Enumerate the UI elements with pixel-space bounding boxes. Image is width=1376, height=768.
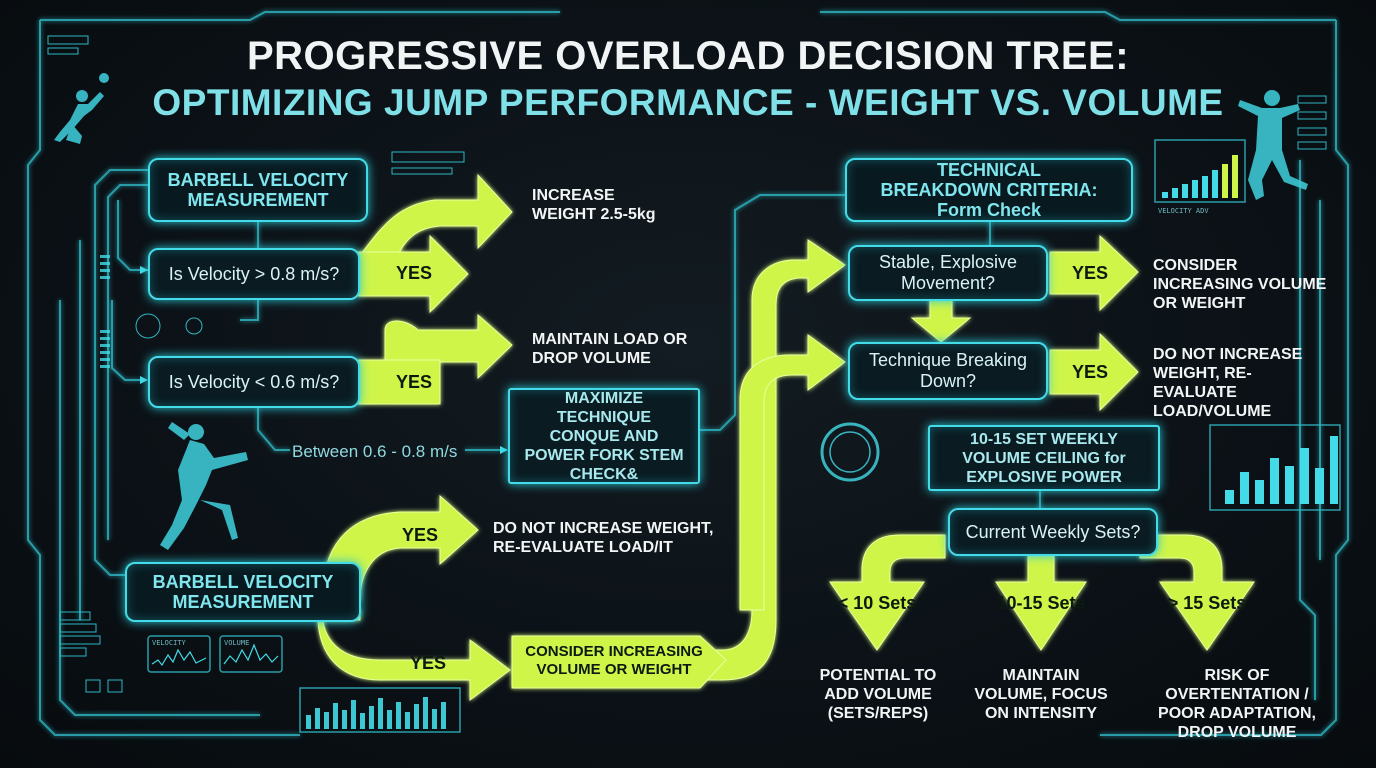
chart-caption: VELOCITY ADV [1158, 207, 1209, 215]
result-add-volume: POTENTIAL TO ADD VOLUME (SETS/REPS) [819, 667, 937, 722]
velocity-measurement-header-text: BARBELL VELOCITY MEASUREMENT [167, 170, 349, 210]
arrow-yes-velocity-high [357, 234, 469, 314]
technical-breakdown-header-text: TECHNICAL BREAKDOWN CRITERIA: Form Check [880, 160, 1098, 220]
question-velocity-low-text: Is Velocity < 0.6 m/s? [168, 371, 340, 392]
question-velocity-low[interactable]: Is Velocity < 0.6 m/s? [148, 356, 360, 408]
mini-chart-velocity-label: VELOCITY [152, 639, 186, 647]
question-weekly-sets-text: Current Weekly Sets? [965, 521, 1141, 542]
question-weekly-sets[interactable]: Current Weekly Sets? [948, 508, 1158, 556]
arrow-lower-upper [321, 494, 479, 601]
technique-box: MAXIMIZE TECHNIQUE CONQUE AND POWER FORK… [508, 388, 700, 484]
arrow-volume-middle [995, 555, 1087, 651]
arrow-maintain-load [384, 313, 513, 380]
result-do-not-increase: DO NOT INCREASE WEIGHT, RE-EVALUATE LOAD… [493, 520, 714, 556]
velocity-measurement-header: BARBELL VELOCITY MEASUREMENT [148, 158, 368, 222]
arrow-volume-right [1139, 534, 1255, 651]
velocity-measurement-header-2-text: BARBELL VELOCITY MEASUREMENT [152, 572, 334, 612]
technique-box-text: MAXIMIZE TECHNIQUE CONQUE AND POWER FORK… [524, 389, 684, 483]
athlete-jump-icon [160, 422, 248, 550]
arrow-yes-breakdown [1049, 332, 1139, 412]
question-stable-movement-text: Stable, Explosive Movement? [878, 252, 1018, 293]
arrow-sweep-stable [699, 239, 846, 681]
question-velocity-high-text: Is Velocity > 0.8 m/s? [168, 263, 340, 284]
title-line-2: OPTIMIZING JUMP PERFORMANCE - WEIGHT VS.… [152, 82, 1224, 123]
branch-under-10: < 10 Sets [837, 593, 917, 613]
arrow-increase-weight [357, 173, 513, 261]
result-drop-volume: RISK OF OVERTENTATION / POOR ADAPTATION,… [1158, 667, 1316, 741]
arrow-sweep-breakdown [739, 334, 846, 611]
result-consider-increasing-box: CONSIDER INCREASING VOLUME OR WEIGHT [525, 643, 703, 678]
yes-breakdown: YES [1072, 362, 1109, 382]
result-increase-weight: INCREASE WEIGHT 2.5-5kg [532, 187, 656, 223]
question-stable-movement[interactable]: Stable, Explosive Movement? [848, 245, 1048, 301]
volume-ceiling-box: 10-15 SET WEEKLY VOLUME CEILING for EXPL… [928, 425, 1160, 491]
result-consider-increasing: CONSIDER INCREASING VOLUME OR WEIGHT [1153, 257, 1327, 312]
mini-chart-volume-label: VOLUME [224, 639, 250, 647]
technical-breakdown-header: TECHNICAL BREAKDOWN CRITERIA: Form Check [845, 158, 1133, 222]
title-line-1: PROGRESSIVE OVERLOAD DECISION TREE: [246, 34, 1130, 78]
arrow-lower-lower [317, 609, 511, 701]
yes-velocity-high: YES [396, 263, 433, 283]
athlete-basketball-icon [1238, 90, 1308, 200]
result-maintain-load: MAINTAIN LOAD OR DROP VOLUME [532, 331, 688, 367]
yes-stable: YES [1072, 263, 1109, 283]
athlete-dunk-icon [54, 73, 109, 144]
result-do-not-increase-weight: DO NOT INCREASE WEIGHT, RE-EVALUATE LOAD… [1153, 346, 1303, 420]
question-technique-breaking[interactable]: Technique Breaking Down? [848, 342, 1048, 400]
yes-lower-upper: YES [402, 525, 439, 545]
arrow-box-consider [511, 635, 727, 689]
branch-over-15: > 15 Sets [1167, 593, 1247, 613]
velocity-measurement-header-2: BARBELL VELOCITY MEASUREMENT [125, 562, 361, 622]
yes-velocity-low: YES [396, 372, 433, 392]
result-maintain-volume: MAINTAIN VOLUME, FOCUS ON INTENSITY [974, 667, 1108, 722]
arrow-volume-left [829, 534, 946, 651]
yes-lower-lower: YES [410, 653, 447, 673]
branch-10-15: 10-15 Sets [996, 593, 1086, 613]
arrow-yes-stable [1049, 234, 1139, 312]
question-technique-breaking-text: Technique Breaking Down? [868, 350, 1028, 391]
volume-ceiling-text: 10-15 SET WEEKLY VOLUME CEILING for EXPL… [962, 430, 1126, 486]
question-velocity-high[interactable]: Is Velocity > 0.8 m/s? [148, 248, 360, 300]
arrow-down-stable-to-breakdown [910, 299, 972, 343]
between-velocity-label: Between 0.6 - 0.8 m/s [292, 442, 458, 461]
